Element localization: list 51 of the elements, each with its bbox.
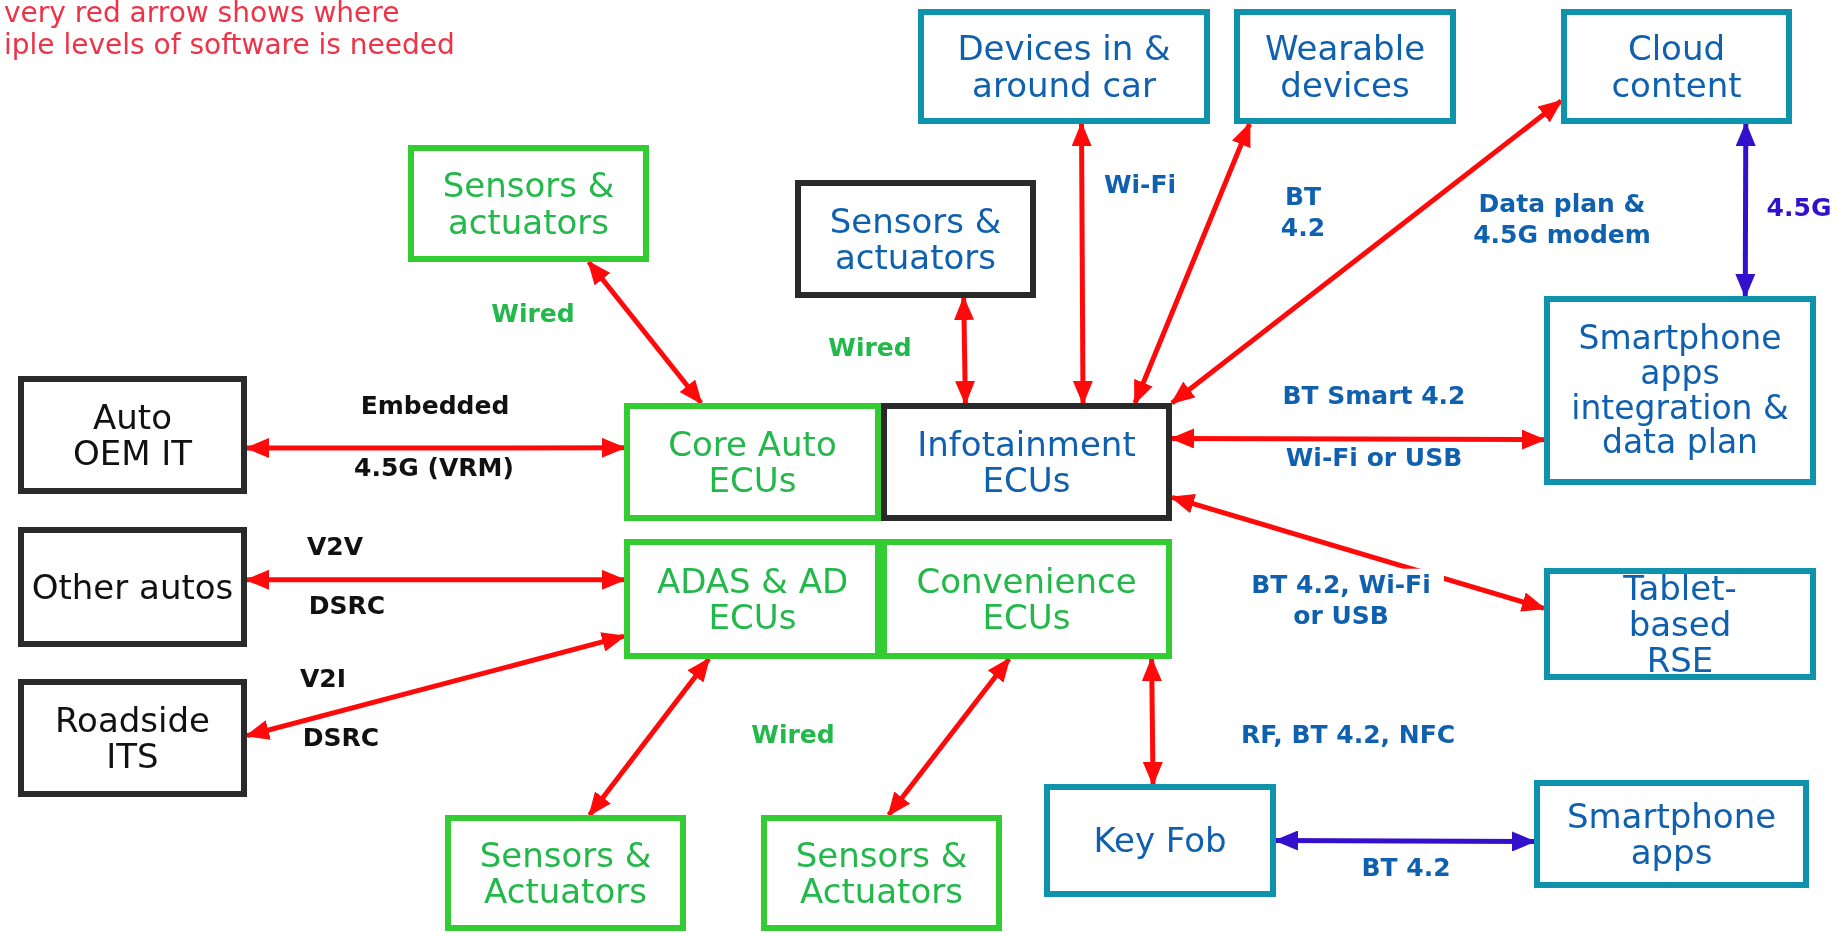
component-box	[881, 403, 1172, 521]
box-label: Devices in & around car	[956, 30, 1172, 103]
box-label: Roadside ITS	[54, 701, 211, 775]
component-box	[881, 539, 1172, 659]
note-text: iple levels of software is needed	[4, 30, 455, 61]
double-arrow	[1132, 122, 1252, 405]
component-box	[624, 403, 881, 521]
protocol-label: 4.5G (VRM)	[354, 454, 514, 482]
component-box	[1044, 784, 1276, 897]
component-box	[18, 527, 247, 647]
box-label: Sensors & Actuators	[478, 836, 653, 910]
double-arrow	[1735, 122, 1756, 298]
box-label: Key Fob	[1093, 822, 1227, 859]
double-arrow	[954, 296, 976, 405]
box-label: ADAS & AD ECUs	[655, 562, 850, 636]
box-label: Sensors & actuators	[441, 167, 616, 240]
component-box	[18, 679, 247, 797]
component-box	[445, 815, 686, 931]
component-box	[1544, 296, 1816, 485]
note-text: very red arrow shows where	[4, 0, 400, 29]
box-label: Auto OEM IT	[71, 398, 194, 472]
box-label: Wearable devices	[1263, 30, 1427, 103]
box-label: Infotainment ECUs	[916, 425, 1137, 499]
double-arrow	[1141, 657, 1163, 786]
protocol-label: DSRC	[302, 724, 380, 752]
double-arrow	[586, 260, 704, 405]
box-label: Sensors & Actuators	[794, 836, 969, 910]
protocol-label: DSRC	[308, 592, 386, 620]
protocol-label: Wi-Fi or USB	[1285, 444, 1463, 472]
component-box	[1534, 780, 1809, 888]
box-label: Sensors & actuators	[828, 202, 1003, 276]
double-arrow	[1071, 122, 1093, 405]
component-box	[18, 376, 247, 494]
double-arrow	[886, 657, 1011, 817]
box-label: Cloud content	[1610, 30, 1743, 103]
box-label: Convenience ECUs	[915, 562, 1138, 636]
box-label: Core Auto ECUs	[667, 425, 838, 499]
component-box	[1544, 568, 1816, 680]
component-box	[408, 145, 649, 262]
box-label: Other autos	[31, 569, 234, 605]
box-label: Smartphone apps	[1565, 797, 1778, 871]
component-box	[918, 9, 1210, 124]
component-box	[624, 539, 881, 659]
component-box	[1234, 9, 1456, 124]
component-box	[1561, 9, 1792, 124]
component-box	[795, 180, 1036, 298]
component-box	[761, 815, 1002, 931]
double-arrow	[587, 657, 711, 817]
box-label: Smartphone apps integration & data plan	[1570, 320, 1790, 461]
box-label: Tablet-based RSE	[1622, 569, 1738, 679]
double-arrow	[1170, 99, 1563, 405]
